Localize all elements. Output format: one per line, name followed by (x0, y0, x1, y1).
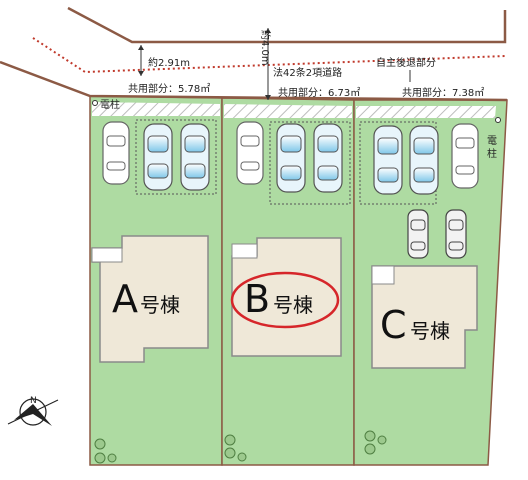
car-blue-c1 (373, 125, 403, 195)
car-small-c2 (445, 209, 467, 259)
road-type-label: 法42条2項道路 (273, 66, 342, 79)
house-c (371, 265, 478, 369)
shared-label-a: 共用部分：5.78㎡ (128, 82, 210, 95)
svg-text:約4.0m: 約4.0m (259, 30, 272, 66)
utility-pole-right-label-1: 電 (487, 135, 497, 147)
car-small-c1 (407, 209, 429, 259)
car-outline-c (451, 123, 479, 189)
utility-pole-left-label: 電柱 (100, 98, 120, 111)
house-a (91, 235, 209, 363)
car-outline-a (102, 121, 130, 185)
parking-area-b (269, 121, 351, 205)
shared-strip-a (92, 102, 220, 116)
svg-text:C: C (380, 303, 407, 347)
car-outline-b (236, 121, 264, 185)
shared-label-c: 共用部分：7.38㎡ (402, 86, 484, 99)
svg-text:号棟: 号棟 (273, 293, 313, 317)
dimension-2.91m: 約2.91m (138, 45, 190, 76)
highlight-ellipse-b (230, 271, 340, 329)
compass-icon: N (7, 396, 59, 426)
utility-pole-right-label-2: 柱 (487, 147, 497, 160)
car-blue-a1 (143, 123, 173, 191)
svg-text:号棟: 号棟 (140, 293, 180, 317)
house-c-label: C 号棟 (380, 303, 450, 347)
self-setback-label: 自主後退部分 (376, 56, 436, 69)
svg-text:A: A (112, 277, 138, 321)
utility-pole-right (495, 117, 501, 123)
house-a-label: A 号棟 (112, 277, 180, 321)
car-blue-a2 (180, 123, 210, 191)
utility-pole-left (92, 100, 98, 106)
parking-area-a (135, 119, 217, 195)
svg-text:B: B (244, 277, 270, 321)
shared-strip-c (356, 106, 496, 118)
svg-text:号棟: 号棟 (410, 319, 450, 343)
car-blue-b1 (276, 123, 306, 193)
shrubs-c (364, 430, 387, 455)
car-blue-c2 (409, 125, 439, 195)
shared-strip-b (224, 104, 352, 118)
house-b-label: B 号棟 (244, 277, 313, 321)
svg-text:約2.91m: 約2.91m (148, 56, 190, 69)
shrubs-a (94, 438, 117, 464)
lot-front-boundary (0, 60, 508, 102)
road-boundary-line (67, 6, 507, 44)
shared-label-b: 共用部分：6.73㎡ (278, 86, 360, 99)
house-b (231, 237, 342, 357)
road-dotted-line (32, 37, 506, 74)
shrubs-b (224, 434, 247, 462)
dimension-4.0m: 約4.0m (259, 28, 272, 100)
car-blue-b2 (313, 123, 343, 193)
svg-text:N: N (30, 396, 37, 406)
